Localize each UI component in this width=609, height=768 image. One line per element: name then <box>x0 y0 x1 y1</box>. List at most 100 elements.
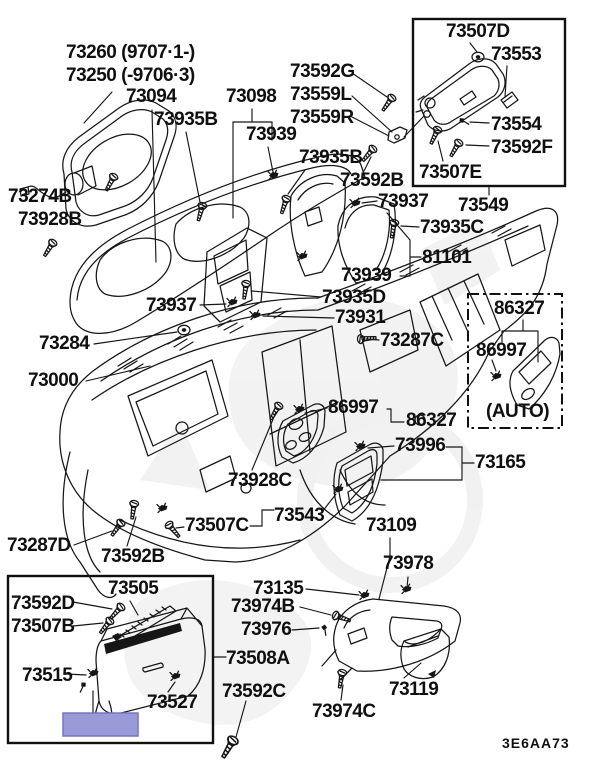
diagram-code: 3E6AA73 <box>502 735 570 751</box>
part-label-73935D: 73935D <box>322 287 386 308</box>
instrument-panel-body-drawing <box>59 207 559 599</box>
part-label-73592G: 73592G <box>290 61 355 82</box>
clip-icon <box>226 296 239 308</box>
part-label-73974C: 73974C <box>312 701 376 722</box>
clip-icon <box>296 250 309 262</box>
cluster-hood-drawing <box>19 99 177 227</box>
glovebox-bucket-drawing <box>94 607 206 728</box>
screw-icon <box>217 733 241 761</box>
part-label-73996: 73996 <box>395 435 446 456</box>
screw-icon <box>330 609 353 626</box>
part-label-73250: 73250 (-9706·3) <box>66 65 195 86</box>
highlight-overlay <box>62 712 139 737</box>
part-label-73119: 73119 <box>389 679 439 700</box>
part-label-73939-2: 73939 <box>341 265 392 286</box>
screw-icon <box>276 193 293 216</box>
part-label-73527: 73527 <box>147 692 198 713</box>
part-label-73094: 73094 <box>126 86 177 107</box>
part-label-73978: 73978 <box>383 553 434 574</box>
part-label-73543: 73543 <box>274 505 325 526</box>
dash-top-garnish-drawing <box>69 153 366 334</box>
pin-icon <box>78 680 88 694</box>
part-label-73592F: 73592F <box>491 137 553 158</box>
screw-icon <box>193 200 209 223</box>
screw-icon <box>426 124 444 147</box>
part-label-73165: 73165 <box>475 452 526 473</box>
auto-variant-note: (AUTO) <box>486 401 550 422</box>
part-label-86997: 86997 <box>328 397 379 418</box>
part-label-73109: 73109 <box>366 515 417 536</box>
clip-icon <box>249 309 262 321</box>
auto-variant-group-box <box>467 293 563 429</box>
part-label-73937: 73937 <box>378 191 429 212</box>
glovebox-lid-drawing <box>415 58 506 132</box>
clip-icon <box>490 370 503 382</box>
part-label-73935B-2: 73935B <box>299 147 363 168</box>
background-watermark <box>124 220 500 725</box>
part-label-73274B: 73274B <box>8 186 72 207</box>
screw-icon <box>446 137 465 159</box>
part-label-73976: 73976 <box>241 619 292 640</box>
clip-icon <box>156 502 169 514</box>
screw-icon <box>127 499 140 521</box>
screw-icon <box>107 517 127 539</box>
part-label-86997-box: 86997 <box>476 340 527 361</box>
part-label-73939: 73939 <box>246 124 297 145</box>
leader-lines <box>65 42 539 738</box>
part-label-73505: 73505 <box>108 578 159 599</box>
part-label-73284: 73284 <box>39 333 90 354</box>
part-label-73592B-2: 73592B <box>101 546 165 567</box>
part-label-73592C: 73592C <box>222 681 286 702</box>
screw-icon <box>163 519 183 541</box>
pin-icon <box>457 116 471 127</box>
column-lower-cover-drawing <box>321 598 462 681</box>
glovebox-lid-rail-drawing <box>112 605 177 645</box>
part-label-73507B: 73507B <box>11 616 75 637</box>
part-label-86327: 86327 <box>406 410 457 431</box>
grommet-icon <box>177 324 191 336</box>
latch-part-drawing <box>387 126 408 144</box>
part-label-73554: 73554 <box>491 114 542 135</box>
part-label-73135: 73135 <box>253 578 304 599</box>
pin-icon <box>320 623 331 637</box>
part-label-73508A: 73508A <box>226 648 290 669</box>
part-label-73507D: 73507D <box>446 21 510 42</box>
center-cluster-surround-drawing <box>203 227 268 323</box>
part-label-73928B: 73928B <box>18 209 82 230</box>
part-label-73559R: 73559R <box>290 107 354 128</box>
part-label-73098: 73098 <box>226 86 277 107</box>
part-label-73937-2: 73937 <box>146 295 197 316</box>
screw-icon <box>40 237 59 259</box>
glovebox-group-box <box>6 574 215 745</box>
part-label-73931: 73931 <box>335 307 386 328</box>
part-label-73507E: 73507E <box>419 162 482 183</box>
part-label-73507C: 73507C <box>185 515 249 536</box>
part-label-73549: 73549 <box>458 195 509 216</box>
part-label-73559L: 73559L <box>290 84 352 105</box>
glovebox-lid-group-box <box>411 17 567 188</box>
part-label-73260: 73260 (9707·1-) <box>66 42 195 63</box>
screw-icon <box>239 279 252 301</box>
grommet-icon <box>471 51 485 63</box>
part-label-73935C: 73935C <box>420 217 484 238</box>
screw-icon <box>378 92 398 114</box>
part-label-73935B: 73935B <box>154 109 218 130</box>
part-label-73974B: 73974B <box>231 596 295 617</box>
under-cover-bucket-drawing <box>400 628 451 680</box>
screw-icon <box>96 615 116 637</box>
part-label-73592B: 73592B <box>340 170 404 191</box>
part-label-73287C: 73287C <box>380 330 444 351</box>
auto-switch-panel-drawing <box>509 336 561 410</box>
part-label-73928C: 73928C <box>228 470 292 491</box>
part-label-86327-box: 86327 <box>494 298 545 319</box>
part-label-73592D: 73592D <box>11 593 75 614</box>
screw-icon <box>106 601 127 622</box>
part-label-73287D: 73287D <box>7 535 71 556</box>
part-label-73553: 73553 <box>491 44 542 65</box>
part-label-73515: 73515 <box>22 665 73 686</box>
part-label-81101: 81101 <box>422 247 472 268</box>
part-label-73000: 73000 <box>28 370 79 391</box>
damper-pad-drawing <box>500 91 519 109</box>
